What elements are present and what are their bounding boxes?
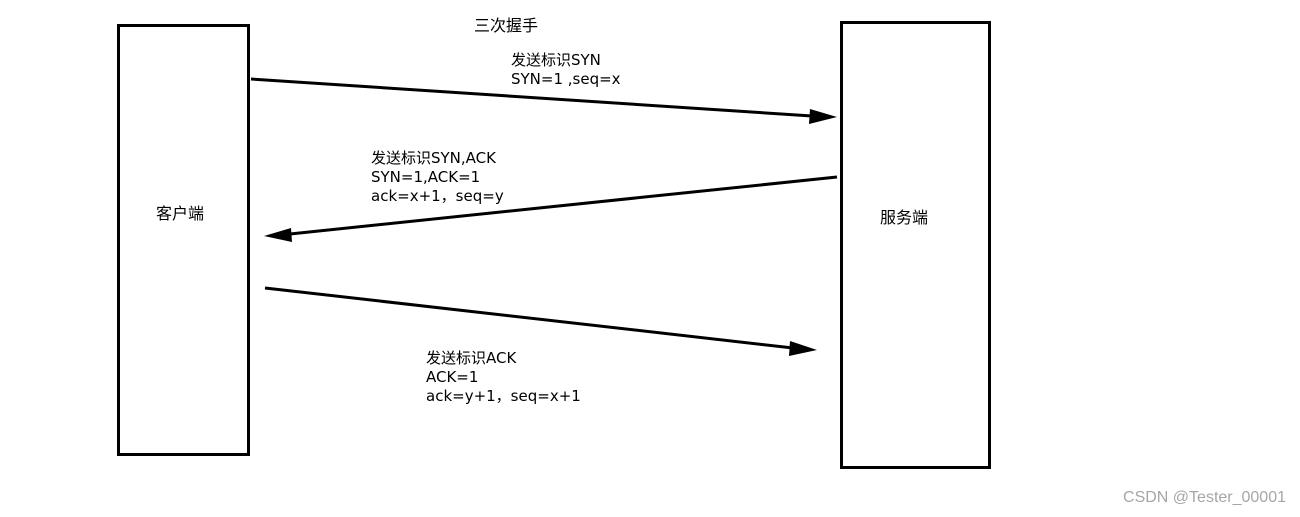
syn-ack-message-line: 发送标识SYN,ACK <box>371 149 496 167</box>
syn-ack-message-line: SYN=1,ACK=1 <box>371 168 481 186</box>
syn-message-line: 发送标识SYN <box>511 51 601 69</box>
syn-message-line: SYN=1 ,seq=x <box>511 70 621 88</box>
syn-arrowhead <box>809 109 837 124</box>
syn-message-label: 发送标识SYN SYN=1 ,seq=x <box>511 51 621 89</box>
syn-ack-arrow <box>289 175 838 236</box>
ack-message-line: 发送标识ACK <box>426 349 517 367</box>
client-label: 客户端 <box>156 204 205 223</box>
syn-ack-message-label: 发送标识SYN,ACK SYN=1,ACK=1 ack=x+1，seq=y <box>371 149 504 206</box>
syn-ack-message-line: ack=x+1，seq=y <box>371 187 504 205</box>
server-box <box>840 21 991 469</box>
ack-message-line: ACK=1 <box>426 368 479 386</box>
diagram-title: 三次握手 <box>474 16 539 35</box>
ack-arrowhead <box>789 341 817 356</box>
syn-ack-arrowhead <box>264 228 292 242</box>
client-box <box>117 24 250 456</box>
server-label: 服务端 <box>880 208 929 227</box>
ack-message-label: 发送标识ACK ACK=1 ack=y+1，seq=x+1 <box>426 349 581 406</box>
ack-message-line: ack=y+1，seq=x+1 <box>426 387 581 405</box>
syn-arrow <box>250 77 813 118</box>
ack-arrow <box>264 286 794 350</box>
watermark: CSDN @Tester_00001 <box>1123 489 1286 506</box>
